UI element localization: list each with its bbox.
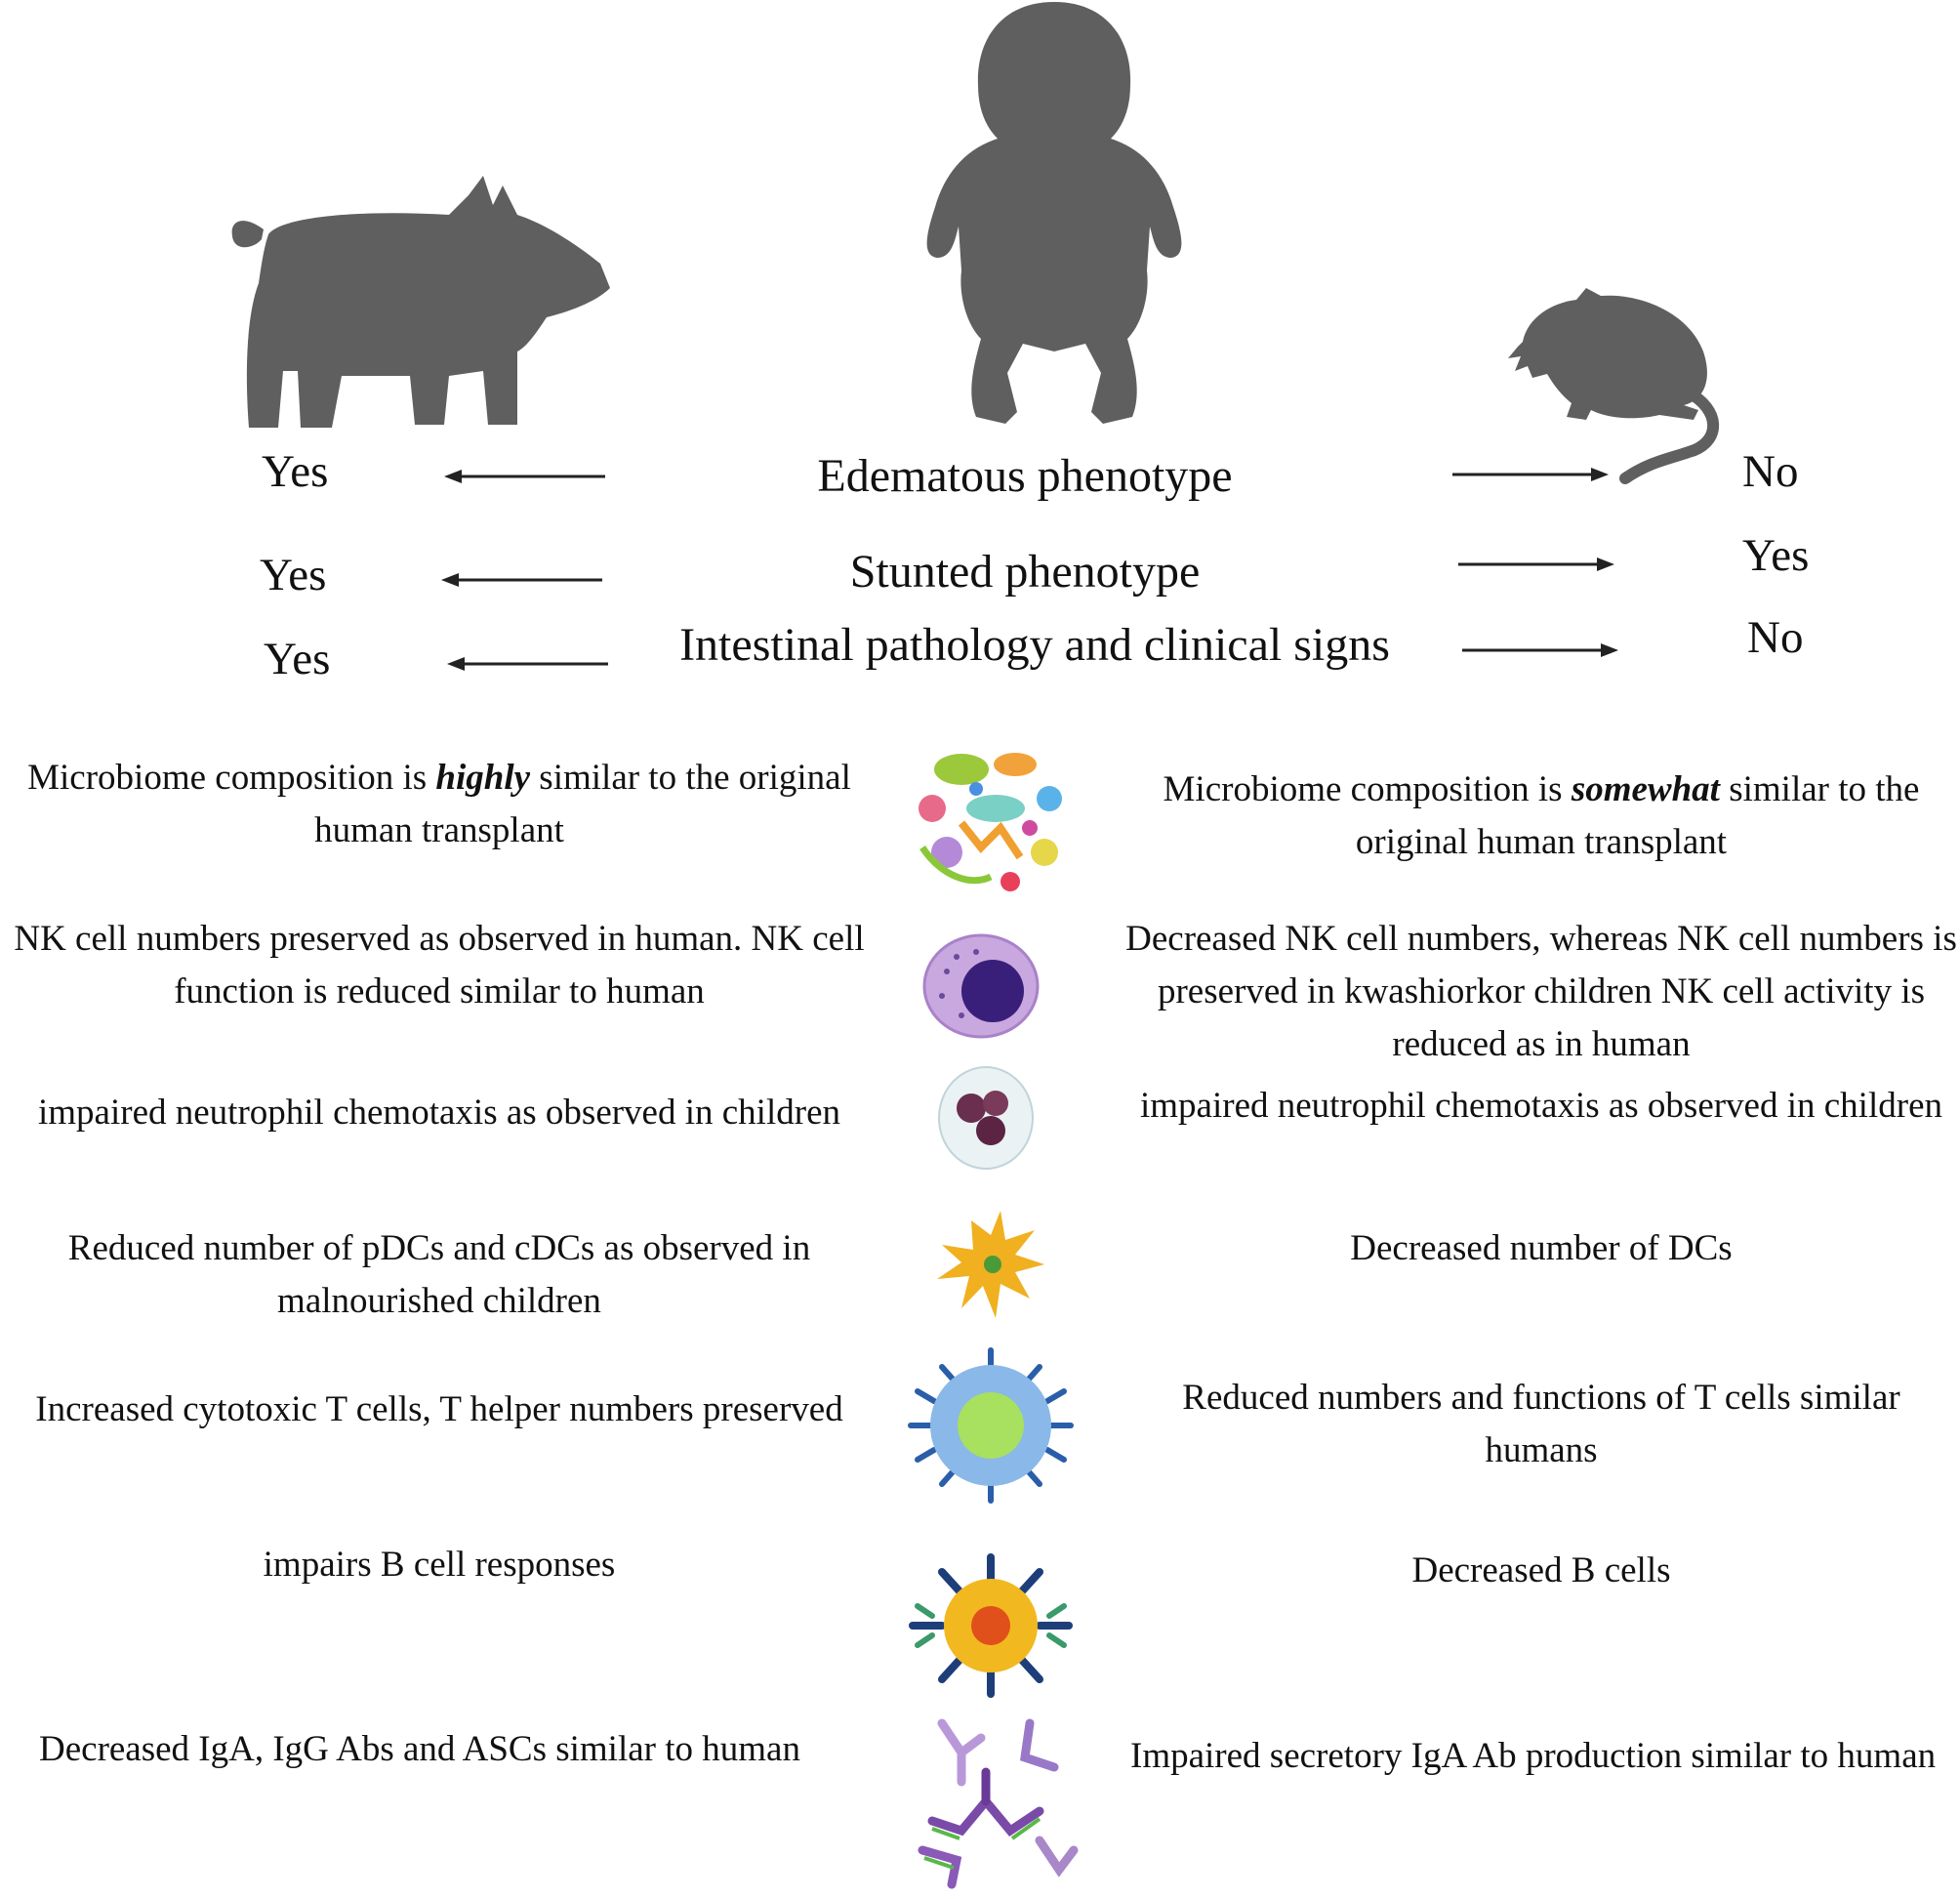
- mouse-answer-stunted: Yes: [1742, 530, 1810, 581]
- pig-microbiome-text: Microbiome composition is highly similar…: [27, 758, 851, 850]
- phenotype-label-edematous: Edematous phenotype: [817, 450, 1233, 502]
- phenotype-label-stunted: Stunted phenotype: [849, 546, 1201, 598]
- arrow-right: [1462, 643, 1618, 657]
- arrow-left: [444, 470, 605, 483]
- mouse-t-cell-text: Reduced numbers and functions of T cells…: [1182, 1378, 1900, 1470]
- pig-answer-stunted: Yes: [260, 550, 327, 600]
- pig-silhouette-icon: [231, 176, 610, 428]
- pig-answer-edematous: Yes: [262, 446, 329, 497]
- arrow-right: [1458, 557, 1614, 571]
- mouse-neutrophil-text: impaired neutrophil chemotaxis as observ…: [1140, 1086, 1942, 1126]
- b-cell-icon: [909, 1553, 1073, 1698]
- infant-silhouette-icon: [926, 2, 1182, 424]
- mouse-silhouette-icon: [1508, 288, 1719, 484]
- mouse-answer-intestinal: No: [1747, 612, 1804, 663]
- arrow-right: [1452, 468, 1609, 481]
- nk-cell-icon: [922, 933, 1040, 1039]
- arrow-left: [441, 573, 602, 587]
- microbiome-icon: [907, 734, 1075, 902]
- mouse-antibody-text: Impaired secretory IgA Ab production sim…: [1130, 1736, 1937, 1776]
- mouse-b-cell-text: Decreased B cells: [1411, 1550, 1671, 1590]
- pig-b-cell-text: impairs B cell responses: [263, 1545, 616, 1585]
- pig-answer-intestinal: Yes: [264, 634, 331, 684]
- mouse-dendritic-cell-text: Decreased number of DCs: [1350, 1228, 1733, 1268]
- pig-antibody-text: Decreased IgA, IgG Abs and ASCs similar …: [39, 1729, 800, 1769]
- pig-nk-cell-text: NK cell numbers preserved as observed in…: [14, 919, 865, 1011]
- t-cell-icon: [908, 1347, 1074, 1504]
- dendritic-cell-icon: [937, 1211, 1044, 1318]
- mouse-answer-edematous: No: [1742, 446, 1799, 497]
- phenotype-label-intestinal: Intestinal pathology and clinical signs: [679, 619, 1390, 671]
- neutrophil-icon: [938, 1066, 1034, 1170]
- mouse-nk-cell-text: Decreased NK cell numbers, whereas NK ce…: [1125, 919, 1957, 1064]
- antibody-icon: [918, 1718, 1079, 1889]
- pig-t-cell-text: Increased cytotoxic T cells, T helper nu…: [35, 1389, 843, 1429]
- mouse-microbiome-text: Microbiome composition is somewhat simil…: [1163, 769, 1920, 862]
- arrow-left: [447, 657, 608, 671]
- pig-dendritic-cell-text: Reduced number of pDCs and cDCs as obser…: [67, 1228, 811, 1321]
- pig-neutrophil-text: impaired neutrophil chemotaxis as observ…: [38, 1093, 840, 1133]
